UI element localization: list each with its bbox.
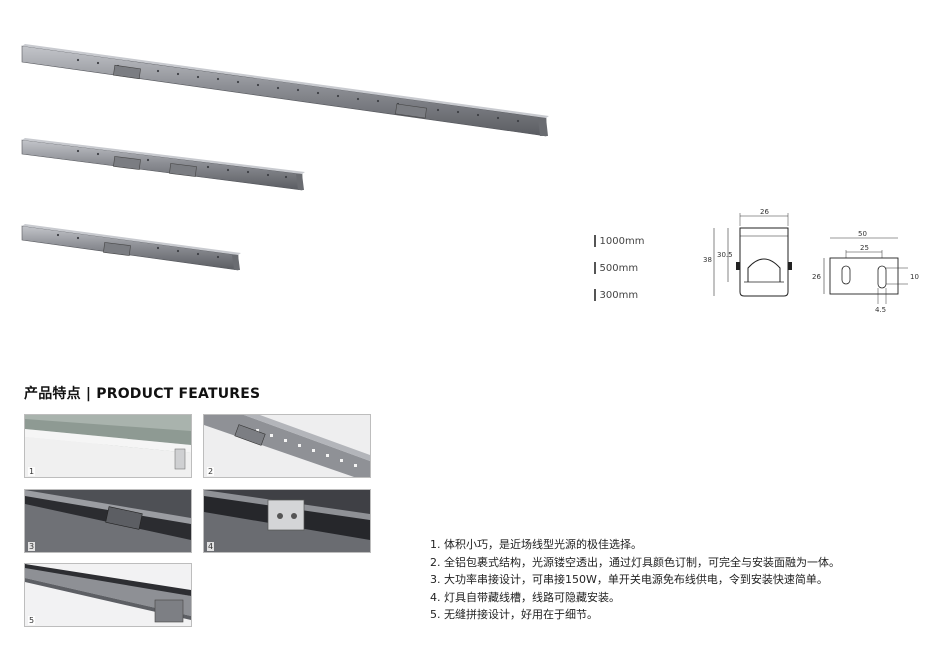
length-label-500mm: 500mm: [594, 262, 638, 274]
photo-number: 2: [207, 467, 215, 476]
feature-item: 2. 全铝包裹式结构，光源镂空透出，通过灯具颜色订制，可完全与安装面融为一体。: [430, 555, 840, 569]
length-text: 500mm: [599, 262, 639, 274]
dim-hole-spacing: 25: [860, 244, 869, 252]
product-bars-render: [21, 44, 549, 271]
bar-300mm: [21, 224, 241, 271]
photo-number: 3: [28, 542, 36, 551]
dim-width-top: 26: [760, 208, 769, 216]
feature-photo-5: 5: [24, 563, 192, 627]
feature-item: 1. 体积小巧，是近场线型光源的极佳选择。: [430, 538, 642, 551]
photo-number: 4: [207, 542, 215, 551]
section-title: 产品特点 | PRODUCT FEATURES: [24, 386, 261, 402]
profile-cross-section-diagram: 26 38 30.5: [703, 208, 792, 297]
dim-height-inner: 30.5: [717, 251, 733, 259]
length-text: 300mm: [599, 289, 639, 301]
photo-number: 5: [28, 616, 36, 625]
feature-item: 3. 大功率串接设计，可串接150W，单开关电源免布线供电，令到安装快速简单。: [430, 573, 828, 587]
bar-1000mm: [21, 44, 549, 137]
dim-height-total: 38: [703, 256, 712, 264]
dim-bracket-height: 26: [812, 273, 821, 281]
feature-list: 1. 体积小巧，是近场线型光源的极佳选择。 2. 全铝包裹式结构，光源镂空透出，…: [430, 536, 840, 624]
length-label-1000mm: 1000mm: [594, 235, 644, 247]
feature-photo-1: 1: [24, 414, 192, 478]
feature-item: 5. 无缝拼接设计，好用在于细节。: [430, 608, 598, 622]
feature-photo-3: 3: [24, 489, 192, 553]
bar-500mm: [21, 138, 305, 191]
dim-hole-diameter: 4.5: [875, 306, 886, 314]
feature-photo-4: 4: [203, 489, 371, 553]
length-label-300mm: 300mm: [594, 289, 638, 301]
feature-photo-2: 2: [203, 414, 371, 478]
length-text: 1000mm: [599, 235, 645, 247]
photo-number: 1: [28, 467, 36, 476]
dim-hole-width: 10: [910, 273, 919, 281]
dim-bracket-width: 50: [858, 230, 867, 238]
bracket-dimension-diagram: 50 25 26 10 4.5: [812, 230, 919, 314]
feature-item: 4. 灯具自带藏线槽，线路可隐藏安装。: [430, 590, 620, 604]
